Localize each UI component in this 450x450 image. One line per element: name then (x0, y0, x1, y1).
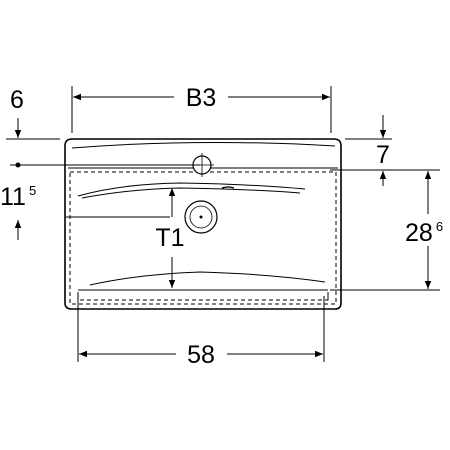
label-6: 6 (10, 86, 24, 114)
overflow-slot (221, 186, 235, 189)
basin-lower-curve (89, 271, 326, 286)
dimension-58 (77, 296, 325, 362)
basin-upper-curve-inner (81, 187, 301, 199)
washbasin-outline (64, 138, 342, 310)
outer-contour (64, 138, 342, 310)
dimension-28-6 (330, 171, 440, 291)
label-b3: B3 (186, 84, 217, 112)
drain-outlet (184, 200, 218, 234)
label-58: 58 (187, 341, 215, 369)
label-t1: T1 (155, 224, 184, 252)
label-7: 7 (376, 141, 390, 169)
front-rim-curve (71, 141, 336, 149)
tap-center-dot (15, 162, 21, 168)
dimension-7 (330, 115, 440, 186)
inner-basin-dashed (69, 171, 337, 305)
dimension-6 (6, 118, 200, 166)
dimension-t1 (66, 188, 176, 288)
inner-basin-bottom-dashed (78, 289, 329, 301)
basin-upper-curve (77, 182, 306, 197)
dimension-b3 (71, 86, 332, 133)
